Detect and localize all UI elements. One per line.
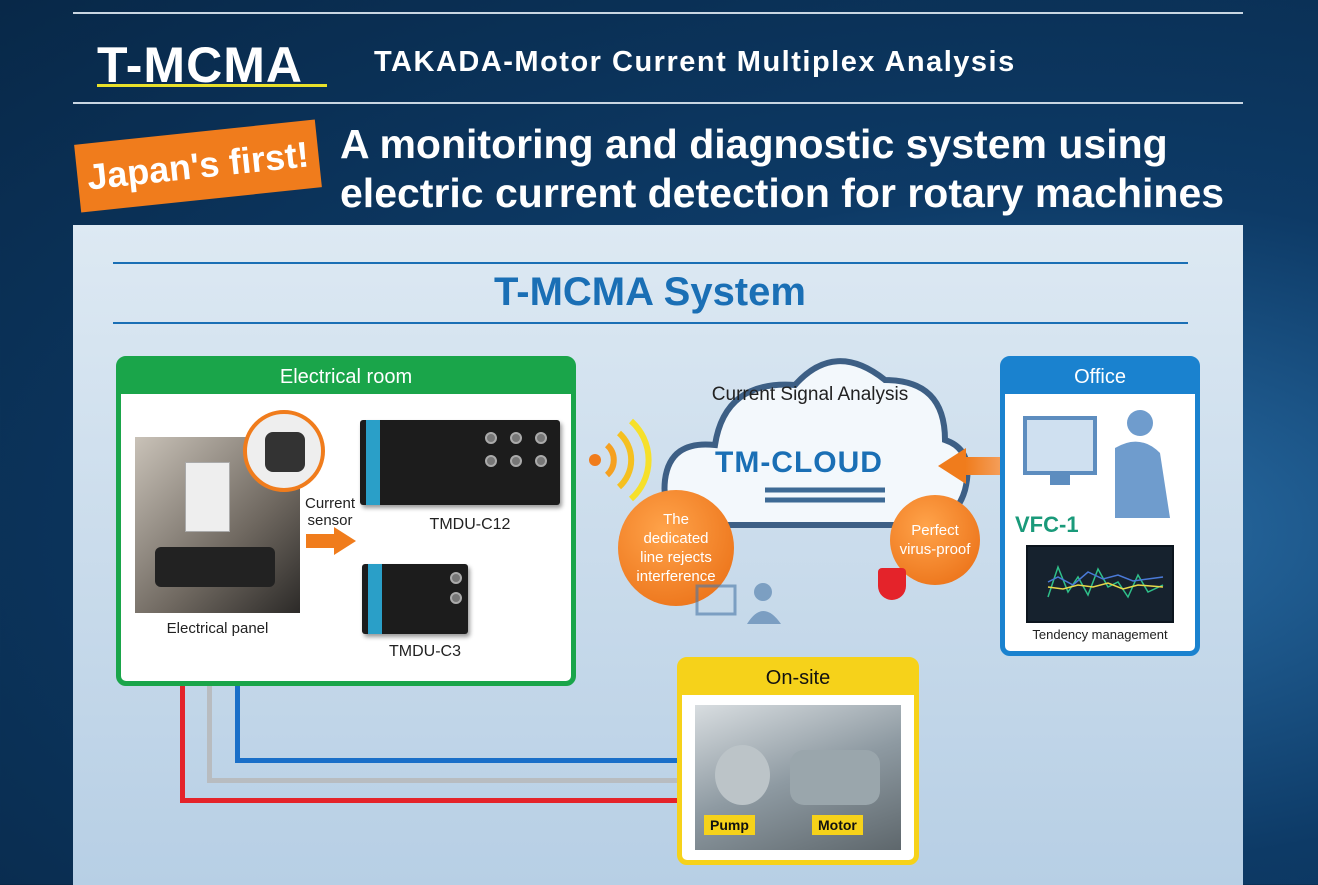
office-arrow-icon: [965, 457, 1010, 475]
tendency-management-label: Tendency management: [1032, 627, 1168, 642]
electrical-room-title: Electrical room: [120, 360, 572, 394]
pump-tag: Pump: [704, 815, 755, 835]
shield-icon: [878, 568, 906, 600]
subtitle: TAKADA-Motor Current Multiplex Analysis: [374, 46, 1016, 78]
bubble-text: dedicated: [643, 530, 709, 547]
dedicated-line-bubble: The dedicated line rejects interference: [618, 490, 734, 606]
top-rule: [73, 12, 1243, 14]
electrical-panel-label: Electrical panel: [166, 620, 269, 637]
tm-cloud-graphic: [655, 340, 975, 540]
bubble-text: virus-proof: [899, 541, 971, 558]
title-line-top: [113, 262, 1188, 264]
current-signal-analysis-label: Current Signal Analysis: [711, 384, 909, 405]
blue-wire: [235, 655, 240, 763]
red-wire: [180, 655, 185, 803]
current-sensor-label-2: sensor: [307, 512, 353, 529]
office-arrow-head-icon: [938, 448, 966, 484]
headline-line-2: electric current detection for rotary ma…: [340, 170, 1225, 216]
gray-wire-h: [207, 778, 695, 783]
bubble-text: Perfect: [911, 522, 959, 539]
current-sensor-photo: [243, 410, 325, 492]
headline-line-1: A monitoring and diagnostic system using: [340, 121, 1168, 167]
blue-wire-h: [235, 758, 695, 763]
logo-wave-line: [97, 84, 327, 87]
electrical-room-box: Electrical room: [116, 356, 576, 686]
office-worker-icon: [1020, 408, 1185, 523]
japans-first-badge: Japan's first!: [74, 119, 322, 213]
current-sensor-label: Current sensor: [300, 495, 360, 529]
tmdu-c12-label: TMDU-C12: [429, 516, 511, 533]
wireless-signal-icon: [585, 415, 665, 505]
onsite-title: On-site: [681, 661, 915, 695]
arrow-head-icon: [334, 527, 356, 555]
title-line-bottom: [113, 322, 1188, 324]
red-wire-h: [180, 798, 695, 803]
tm-cloud-logo: TM-CLOUD: [715, 446, 883, 479]
tmdu-c3-label: TMDU-C3: [389, 643, 461, 660]
current-sensor-label-1: Current: [304, 495, 356, 512]
headline: A monitoring and diagnostic system using…: [340, 120, 1224, 218]
vfc-1-logo: VFC-1: [1015, 512, 1079, 537]
motor-tag: Motor: [812, 815, 863, 835]
bubble-text: interference: [636, 568, 716, 585]
bubble-text: line rejects: [640, 549, 712, 566]
office-title: Office: [1004, 360, 1196, 394]
tmdu-c3-device: [362, 564, 468, 634]
tmdu-c12-device: [360, 420, 560, 505]
tendency-chart-screenshot: [1026, 545, 1174, 623]
t-mcma-logo: T-MCMA: [97, 37, 303, 93]
system-title: T-MCMA System: [494, 270, 806, 314]
arrow-icon: [306, 534, 336, 548]
gray-wire: [207, 655, 212, 783]
bubble-text: The: [663, 511, 689, 528]
header-rule: [73, 102, 1243, 104]
hacker-icon: [695, 580, 785, 625]
